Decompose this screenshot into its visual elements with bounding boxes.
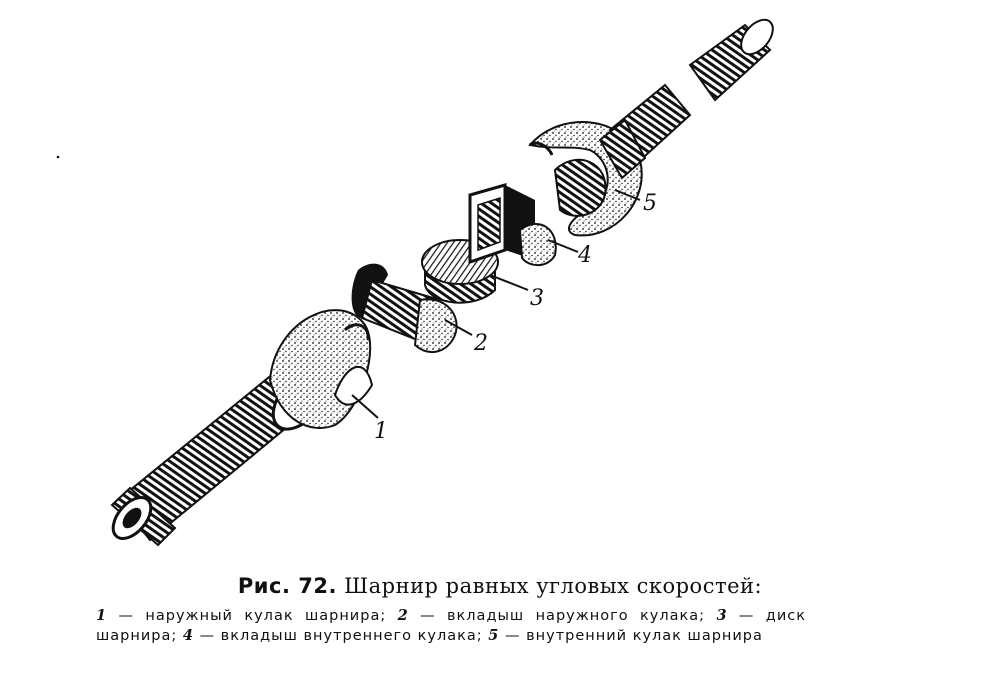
callout-5: 5 [643,191,657,216]
legend-num-3: 3 [716,607,728,624]
outer-knuckle [268,309,374,431]
figure-caption-title: Рис. 72. Шарнир равных угловых скоростей… [0,574,1000,598]
figure-title: Шарнир равных угловых скоростей: [344,574,763,598]
leader-lines [351,189,641,419]
legend-num-5: 5 [488,627,500,644]
legend-text-3: — диск шарнира; [96,608,806,644]
outer-knuckle-insert [351,263,458,354]
figure-legend: 1 — наружный кулак шарнира; 2 — вкладыш … [96,606,806,646]
legend-text-4: — вкладыш внутреннего кулака; [199,628,483,644]
legend-num-4: 4 [182,627,194,644]
callout-3: 3 [530,286,544,311]
figure-number: Рис. 72. [237,574,337,598]
cv-joint-exploded-diagram: 1 2 3 4 5 [56,18,774,547]
inner-shaft [598,83,692,180]
spline-end-piece [688,18,774,102]
callout-2: 2 [473,331,488,356]
inner-knuckle-insert [468,183,557,267]
outer-shaft [110,358,322,547]
legend-num-2: 2 [397,607,409,624]
legend-text-2: — вкладыш наружного кулака; [420,608,706,624]
callout-4: 4 [577,243,592,268]
print-speck [56,155,60,159]
legend-text-5: — внутренний кулак шарнира [504,628,763,644]
legend-num-1: 1 [96,607,108,624]
legend-text-1: — наружный кулак шарнира; [118,608,387,624]
callout-1: 1 [374,419,388,444]
